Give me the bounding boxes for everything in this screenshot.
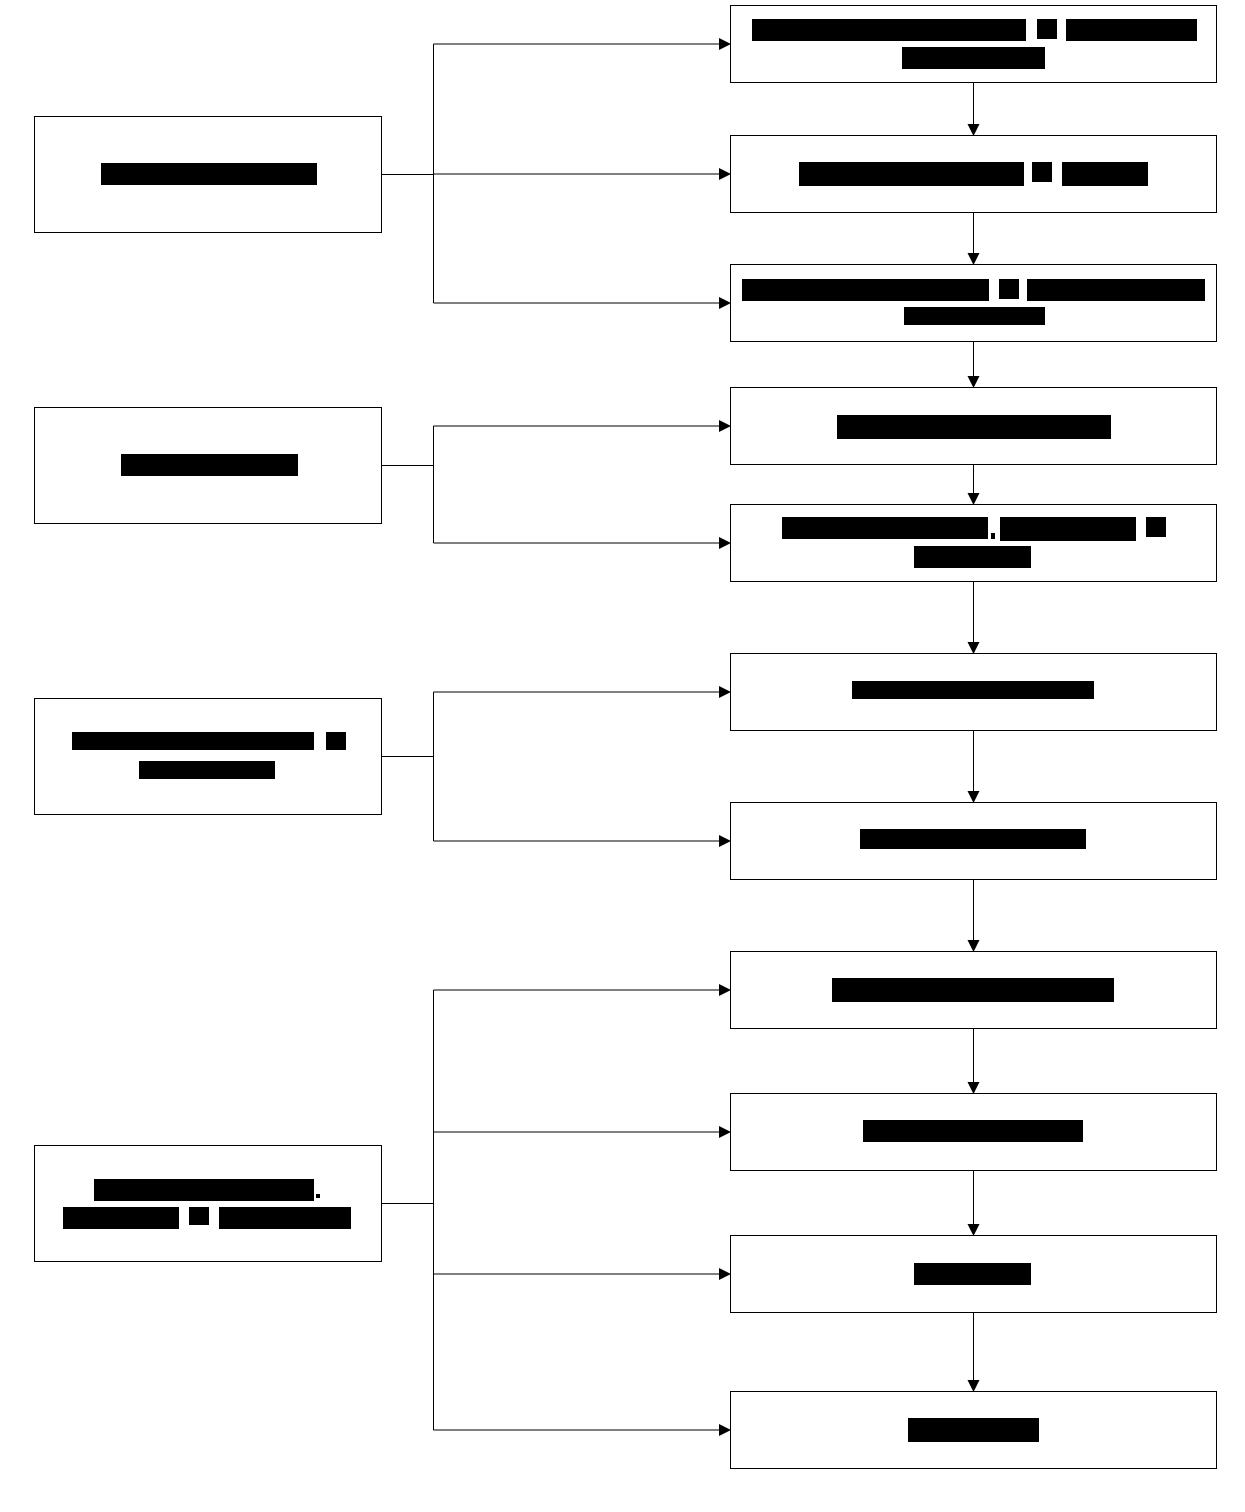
node-r7 <box>730 802 1217 880</box>
node-r8 <box>730 951 1217 1029</box>
redaction-bar <box>832 978 1114 1002</box>
redaction-bar <box>72 732 314 750</box>
node-l4 <box>34 1145 382 1262</box>
node-r4 <box>730 387 1217 465</box>
redaction-bar <box>799 162 1024 186</box>
node-box <box>730 5 1217 83</box>
redaction-bar <box>101 163 317 185</box>
redaction-bar <box>902 47 1045 69</box>
redaction-bar <box>189 1207 209 1225</box>
connectors <box>381 38 980 1436</box>
redaction-bar <box>326 732 346 750</box>
redaction-bar <box>742 279 989 301</box>
redaction-bar <box>914 546 1031 568</box>
node-r10 <box>730 1235 1217 1313</box>
redaction-bar <box>908 1418 1039 1442</box>
redaction-bar <box>121 454 298 476</box>
node-box <box>34 698 382 815</box>
node-r9 <box>730 1093 1217 1171</box>
redaction-bar <box>1037 19 1057 39</box>
redaction-bar <box>219 1207 351 1229</box>
redaction-bar <box>139 761 275 779</box>
redaction-bar <box>999 279 1019 299</box>
redaction-bar <box>904 307 1045 325</box>
redaction-bar <box>1032 162 1052 182</box>
node-l1 <box>34 116 382 233</box>
node-l2 <box>34 407 382 524</box>
redaction-bar <box>914 1263 1031 1285</box>
redaction-bar <box>863 1120 1083 1142</box>
redaction-bar <box>63 1207 179 1229</box>
redaction-bar <box>1000 517 1136 541</box>
redaction-bar <box>852 681 1094 699</box>
node-box <box>34 1145 382 1262</box>
node-r6 <box>730 653 1217 731</box>
redaction-bar <box>1066 19 1197 41</box>
redaction-bar <box>94 1179 314 1201</box>
node-r3 <box>730 264 1217 342</box>
redaction-bar <box>1146 517 1166 537</box>
node-r1 <box>730 5 1217 83</box>
redaction-bar <box>1027 279 1205 301</box>
node-r5 <box>730 504 1217 582</box>
redaction-bar <box>782 517 988 539</box>
node-r2 <box>730 135 1217 213</box>
node-box <box>730 504 1217 582</box>
redaction-bar <box>752 19 1026 41</box>
redaction-bar <box>1062 162 1148 186</box>
node-box <box>730 264 1217 342</box>
node-l3 <box>34 698 382 815</box>
nodes <box>34 5 1217 1469</box>
redaction-bar <box>316 1194 320 1198</box>
redaction-bar <box>860 829 1086 849</box>
redaction-bar <box>837 415 1111 439</box>
redaction-bar <box>991 533 995 539</box>
node-r11 <box>730 1391 1217 1469</box>
